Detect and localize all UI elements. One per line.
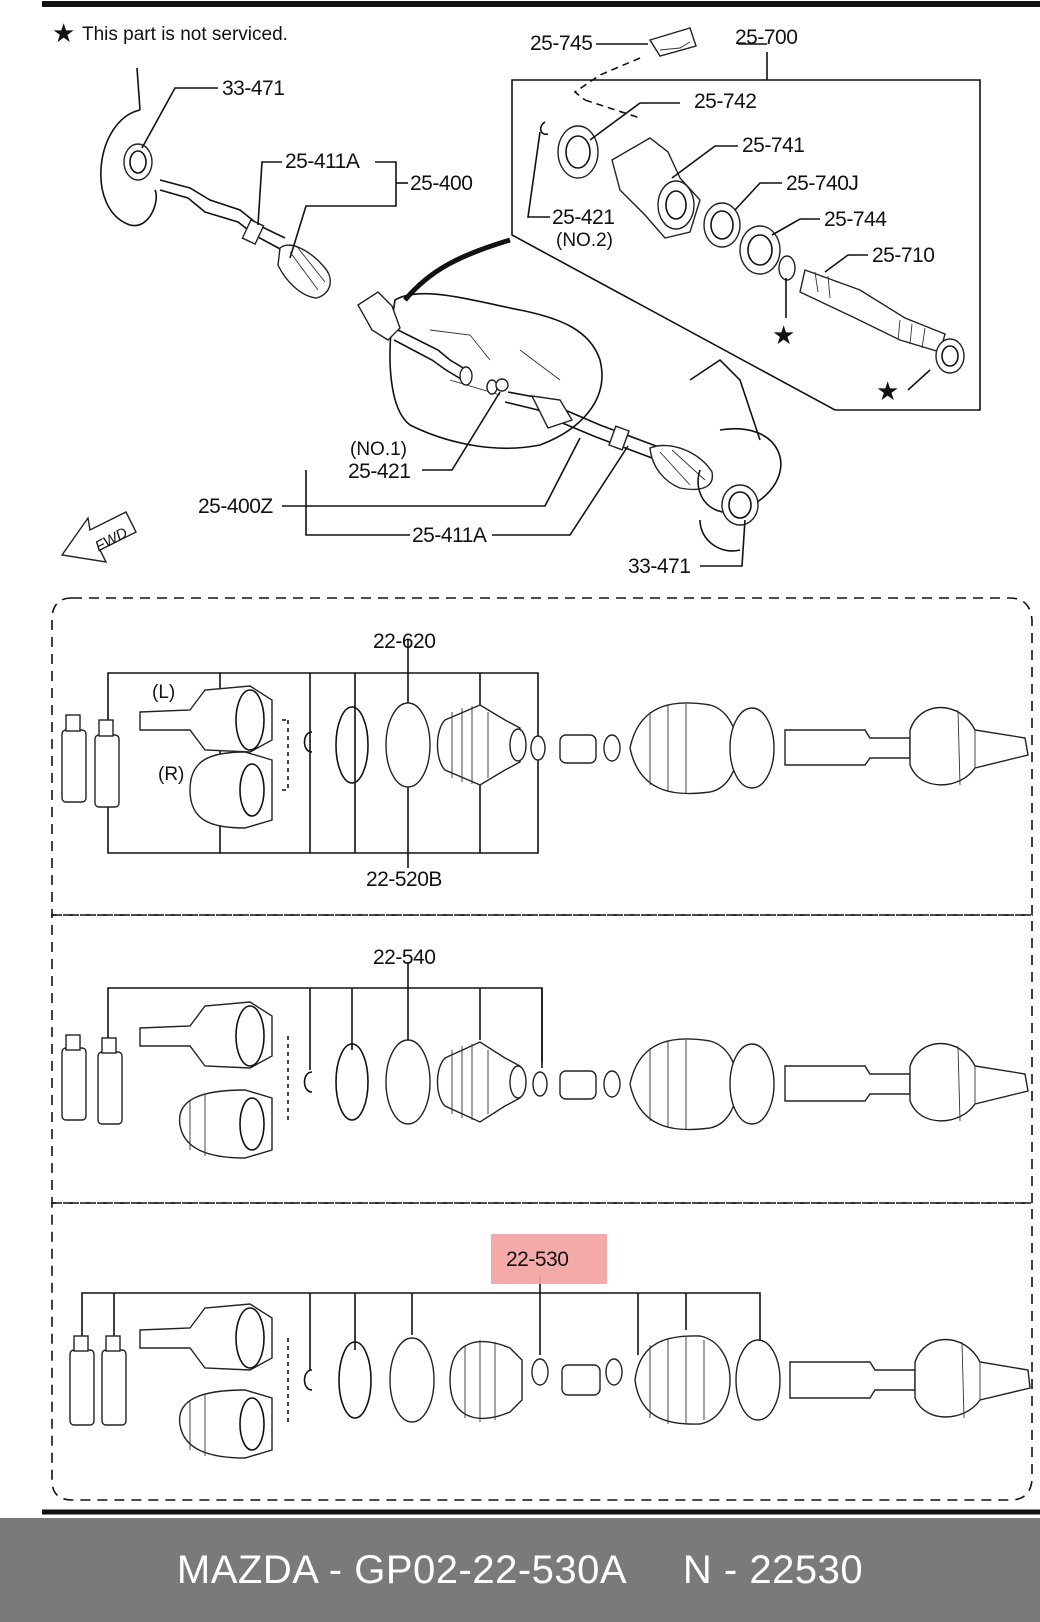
callout-25-710: 25-710	[872, 244, 934, 267]
fwd-arrow-icon: FWD	[60, 511, 137, 563]
callout-25-741: 25-741	[742, 134, 804, 157]
callout-no1: (NO.1)	[350, 439, 407, 460]
callout-25-421-no1: 25-421	[348, 460, 410, 483]
star-icon: ★	[772, 320, 795, 350]
callout-22-540: 22-540	[373, 946, 435, 969]
footer-text: MAZDA - GP02-22-530A N - 22530	[176, 1547, 864, 1592]
notice-text: This part is not serviced.	[82, 24, 288, 45]
highlight-box	[491, 1234, 607, 1284]
callout-no2: (NO.2)	[556, 230, 613, 251]
callout-22-620: 22-620	[373, 630, 435, 653]
upper-assembly	[100, 67, 782, 552]
leader-lines-upper	[141, 43, 868, 567]
callout-25-411A-top: 25-411A	[285, 150, 360, 173]
callout-22-520B: 22-520B	[366, 868, 442, 891]
tag-left: (L)	[152, 682, 175, 703]
section-3	[51, 1202, 1033, 1501]
footer-bar: MAZDA - GP02-22-530A N - 22530	[0, 1518, 1040, 1622]
bearing-kit-box: ★ ★	[511, 27, 981, 411]
callout-33-471-bottom: 33-471	[628, 555, 690, 578]
callout-25-744: 25-744	[824, 208, 887, 231]
callout-25-740J: 25-740J	[786, 172, 858, 195]
callout-25-742: 25-742	[694, 90, 756, 113]
callout-25-421-no2: 25-421	[552, 206, 614, 229]
callout-25-400: 25-400	[410, 172, 472, 195]
parts-diagram: ★ This part is not serviced.	[42, 1, 1040, 1515]
section-2	[51, 914, 1033, 1204]
star-icon: ★	[876, 376, 899, 406]
callout-25-400Z: 25-400Z	[198, 495, 273, 518]
callout-33-471-top: 33-471	[222, 77, 284, 100]
tag-right: (R)	[158, 764, 184, 785]
section-1	[51, 597, 1033, 916]
callout-25-700: 25-700	[735, 26, 797, 49]
callout-22-530: 22-530	[506, 1248, 568, 1271]
star-icon: ★	[52, 18, 75, 48]
callout-25-411A-bottom: 25-411A	[412, 524, 487, 547]
callout-25-745: 25-745	[530, 32, 592, 55]
